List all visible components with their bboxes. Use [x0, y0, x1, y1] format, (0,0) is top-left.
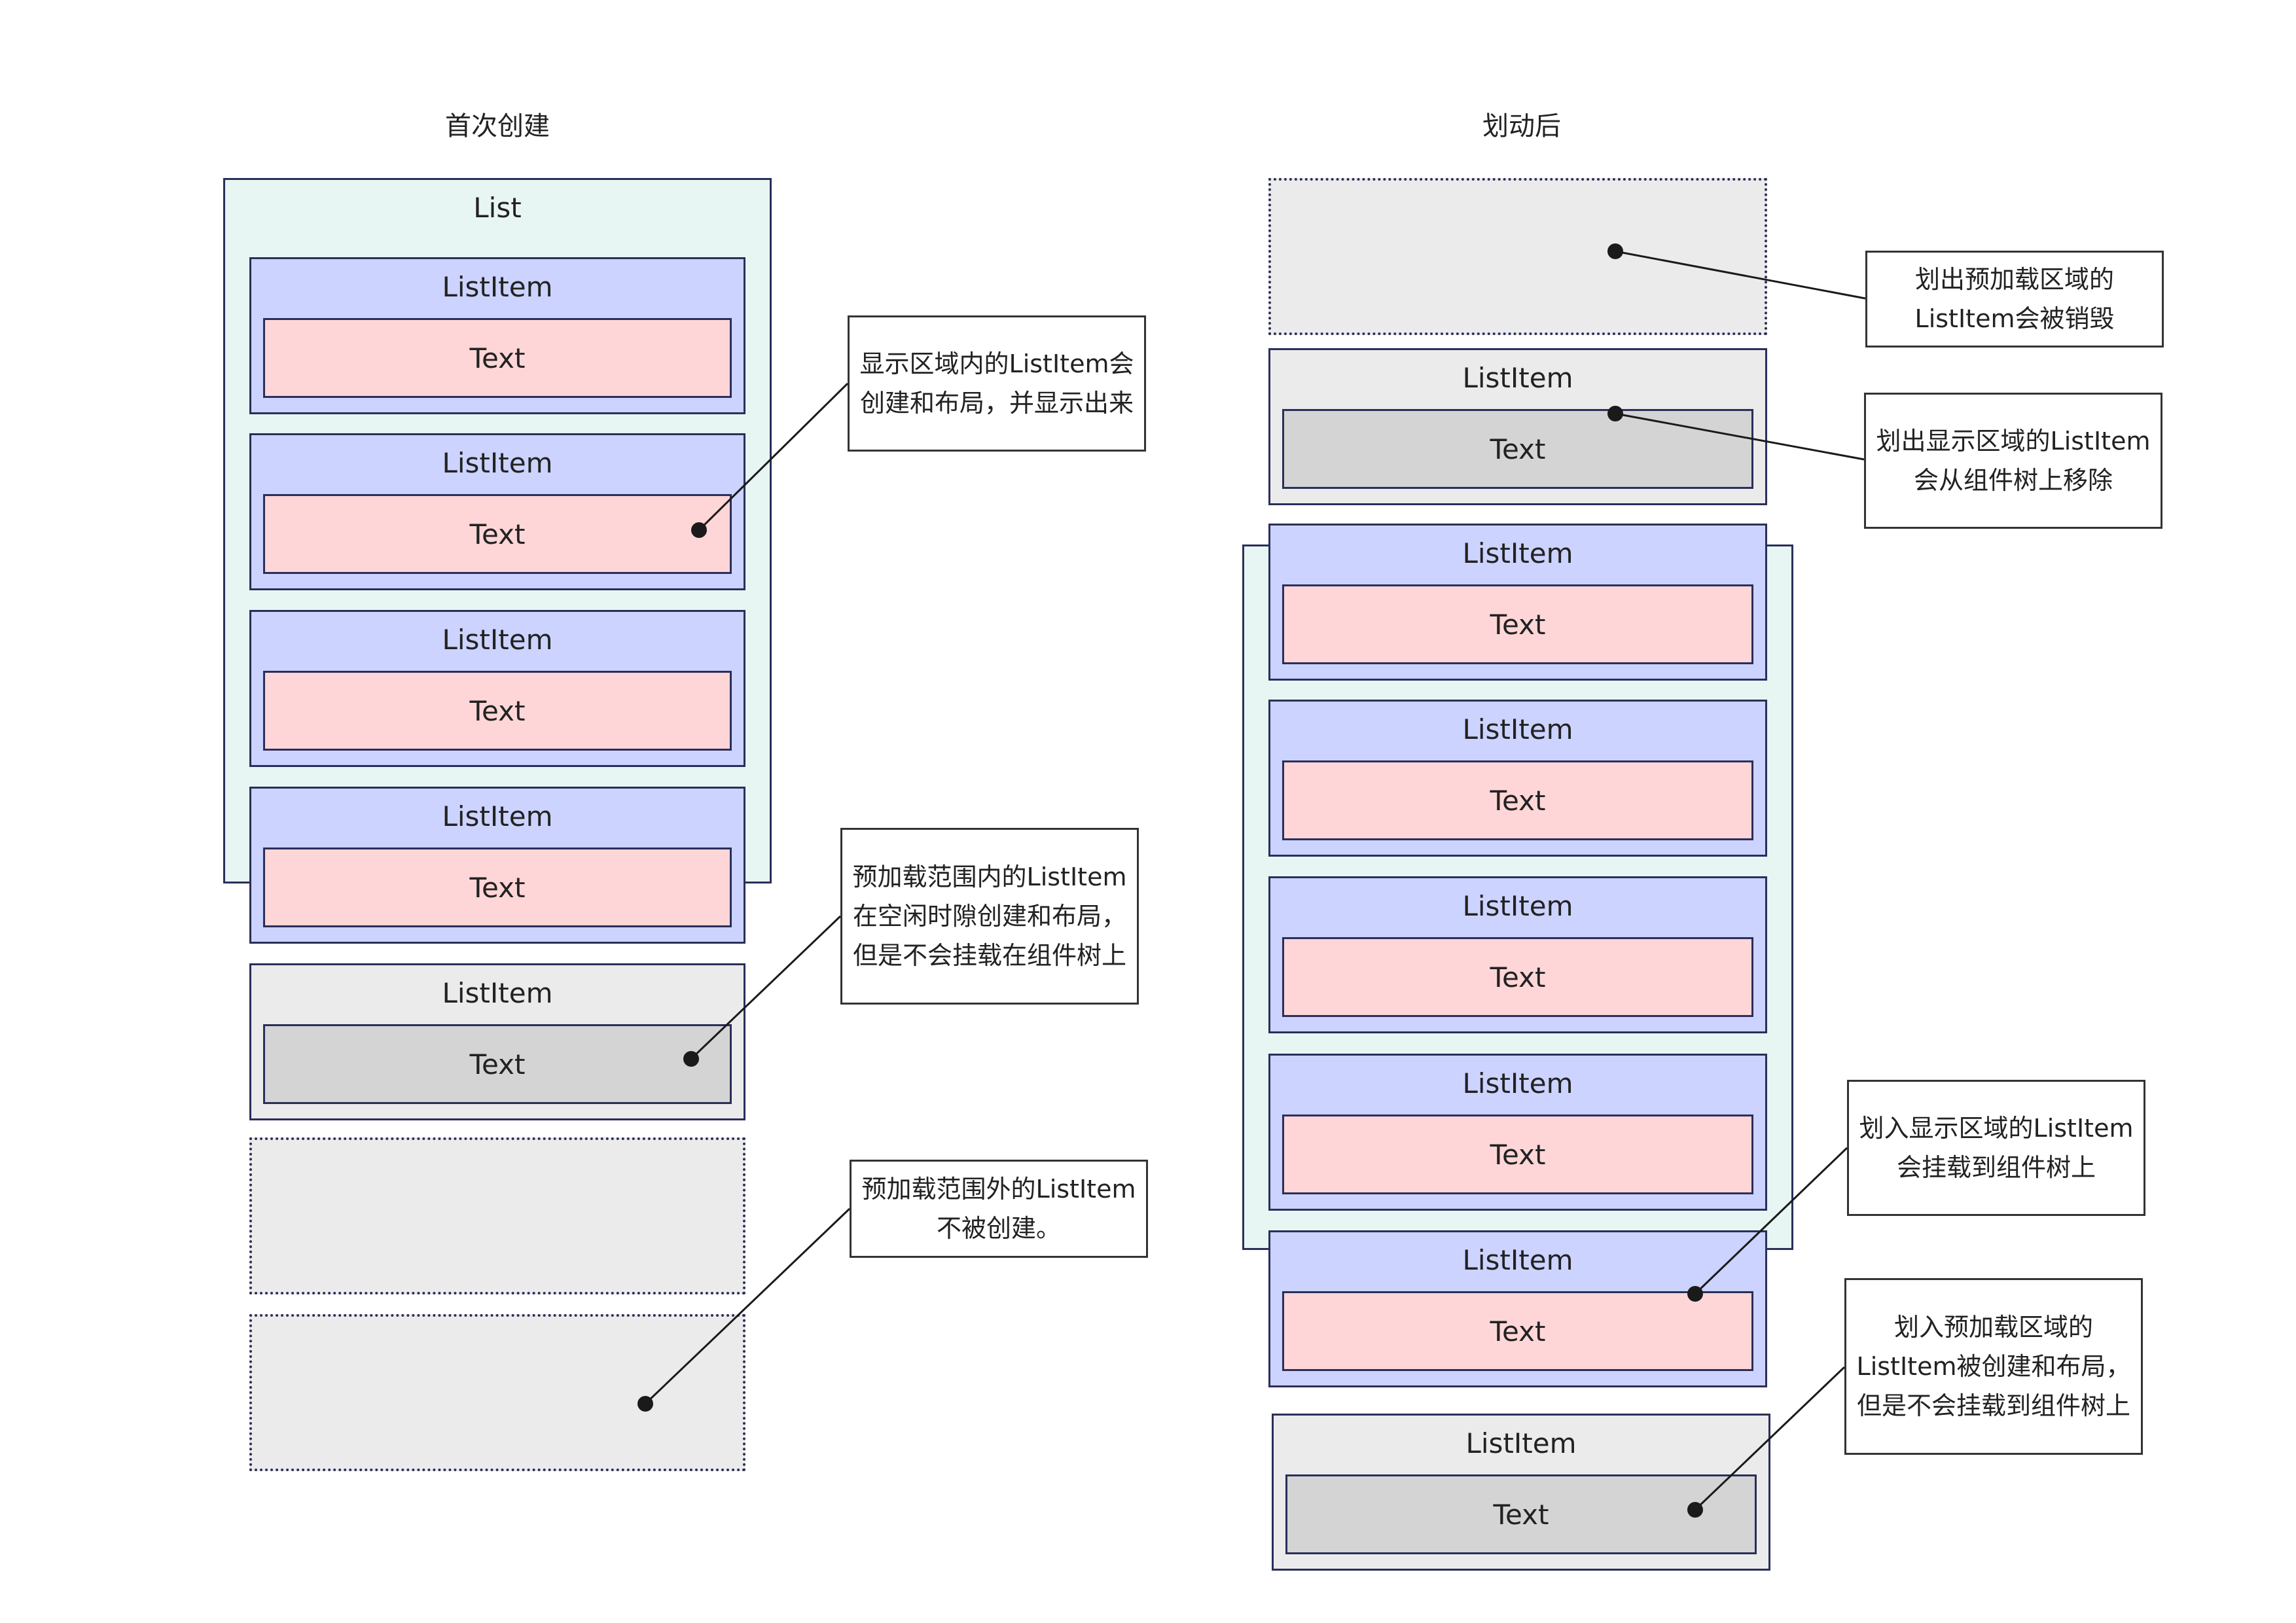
text-component: Text	[263, 1024, 732, 1104]
text-component: Text	[263, 318, 732, 398]
text-component: Text	[1282, 937, 1753, 1017]
list-item-label: ListItem	[1462, 1067, 1573, 1099]
text-component: Text	[1282, 1291, 1753, 1371]
list-item-right-removed: ListItem Text	[1268, 348, 1767, 505]
list-item-left-preloaded: ListItem Text	[249, 963, 745, 1120]
note-visible-left: 显示区域内的ListItem会创建和布局，并显示出来	[848, 315, 1146, 452]
text-component: Text	[1282, 1115, 1753, 1194]
note-mounted-right: 划入显示区域的ListItem会挂载到组件树上	[1847, 1080, 2145, 1216]
list-item-label: ListItem	[1462, 362, 1573, 394]
list-item-label: ListItem	[442, 977, 553, 1009]
list-item-right-3: ListItem Text	[1268, 876, 1767, 1033]
text-component: Text	[1285, 1474, 1757, 1554]
list-item-left-3: ListItem Text	[249, 610, 745, 767]
list-item-right-destroyed	[1268, 178, 1767, 335]
list-item-left-not-created-2	[249, 1314, 745, 1471]
list-item-label: ListItem	[442, 271, 553, 303]
text-component: Text	[1282, 584, 1753, 664]
list-item-label: ListItem	[1462, 890, 1573, 922]
list-item-label: ListItem	[442, 800, 553, 832]
list-item-right-mounted: ListItem Text	[1268, 1230, 1767, 1387]
list-item-left-4: ListItem Text	[249, 787, 745, 944]
list-item-label: ListItem	[442, 624, 553, 656]
note-preload-left: 预加载范围内的ListItem在空闲时隙创建和布局，但是不会挂载在组件树上	[840, 828, 1139, 1005]
text-component: Text	[1282, 760, 1753, 840]
list-item-label: ListItem	[442, 447, 553, 479]
text-component: Text	[263, 494, 732, 574]
list-item-right-4: ListItem Text	[1268, 1054, 1767, 1211]
note-destroyed-right: 划出预加载区域的ListItem会被销毁	[1865, 251, 2164, 348]
note-outside-left: 预加载范围外的ListItem不被创建。	[850, 1160, 1148, 1258]
text-component: Text	[263, 671, 732, 751]
text-component: Text	[263, 847, 732, 927]
list-item-label: ListItem	[1462, 713, 1573, 745]
list-label: List	[473, 192, 522, 224]
list-item-left-1: ListItem Text	[249, 257, 745, 414]
note-created-right: 划入预加载区域的ListItem被创建和布局，但是不会挂载到组件树上	[1844, 1278, 2143, 1455]
list-item-left-2: ListItem Text	[249, 433, 745, 590]
list-item-right-created: ListItem Text	[1272, 1414, 1770, 1571]
list-item-label: ListItem	[1462, 1244, 1573, 1276]
list-item-left-not-created-1	[249, 1137, 745, 1294]
left-title: 首次创建	[445, 111, 550, 141]
list-item-right-1: ListItem Text	[1268, 524, 1767, 681]
note-removed-right: 划出显示区域的ListItem会从组件树上移除	[1864, 393, 2162, 529]
text-component: Text	[1282, 409, 1753, 489]
list-item-label: ListItem	[1465, 1427, 1577, 1459]
right-title: 划动后	[1482, 111, 1561, 141]
list-item-right-2: ListItem Text	[1268, 700, 1767, 857]
list-item-label: ListItem	[1462, 537, 1573, 569]
